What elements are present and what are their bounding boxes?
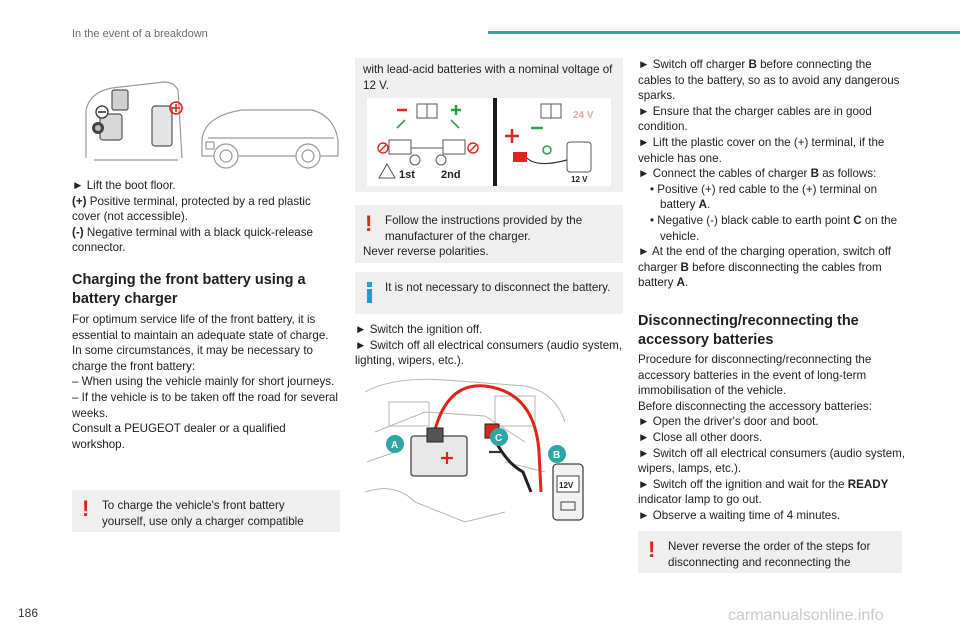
instruction-ready-lamp: ► Switch off the ignition and wait for t… (638, 477, 889, 507)
warning-note-instructions: ! Follow the instructions provided by th… (355, 205, 623, 263)
before-disconnecting: Before disconnecting the accessory batte… (638, 399, 872, 413)
diagram-label-12v: 12 V (571, 175, 588, 184)
off-road-item: – If the vehicle is to be taken off the … (72, 390, 338, 420)
instruction-switch-off-charger: ► Switch off charger B before connecting… (638, 58, 900, 103)
running-header: In the event of a breakdown (72, 28, 208, 40)
info-note-disconnect-text: It is not necessary to disconnect the ba… (385, 281, 611, 294)
instruction-close-doors: ► Close all other doors. (638, 430, 763, 444)
instruction-ignition-off: ► Switch the ignition off. (355, 323, 483, 336)
info-note-disconnect: It is not necessary to disconnect the ba… (355, 272, 623, 314)
instruction-end-charging: ► At the end of the charging operation, … (638, 245, 891, 290)
info-icon (367, 282, 373, 303)
negative-symbol: (-) (72, 225, 84, 239)
charger-compat-text: with lead-acid batteries with a nominal … (363, 63, 613, 92)
label-b: B (553, 450, 560, 461)
header-accent-bar (488, 31, 960, 34)
instruction-check-cables: ► Ensure that the charger cables are in … (638, 104, 872, 134)
charging-intro: For optimum service life of the front ba… (72, 313, 329, 342)
label-a: A (391, 440, 398, 451)
negative-terminal-desc: (-) Negative terminal with a black quick… (72, 225, 340, 256)
warning-follow-instructions: Follow the instructions provided by the … (385, 214, 583, 243)
engine-bay-charging-illustration: A C B 12V (364, 378, 584, 523)
diagram-label-24v: 24 V (573, 110, 594, 121)
warning-icon: ! (648, 537, 656, 562)
instruction-switch-off-consumers: ► Switch off all electrical consumers (a… (638, 446, 906, 476)
positive-terminal-icon (169, 101, 183, 115)
warning-note-order-text: Never reverse the order of the steps for… (668, 540, 871, 569)
heading-disconnect-accessory: Disconnecting/reconnecting the accessory… (638, 313, 859, 348)
charger-12v-label: 12V (559, 481, 574, 490)
page-number: 186 (18, 606, 39, 620)
instruction-open-door: ► Open the driver's door and boot. (638, 415, 819, 429)
instruction-consumers-off: ► Switch off all electrical consumers (a… (355, 338, 623, 368)
warning-note-order: ! Never reverse the order of the steps f… (638, 531, 902, 573)
bullet-negative-cable: • Negative (-) black cable to earth poin… (650, 213, 898, 243)
positive-terminal-desc: (+) Positive terminal, protected by a re… (72, 194, 340, 225)
warning-note-charger-text: To charge the vehicle's front battery yo… (102, 499, 304, 528)
diagram-label-2nd: 2nd (441, 169, 461, 181)
instruction-lift-boot-floor: ► Lift the boot floor. (72, 179, 176, 192)
consult-dealer: Consult a PEUGEOT dealer or a qualified … (72, 422, 286, 451)
heading-charging-front-battery: Charging the front battery using a batte… (72, 272, 306, 307)
instruction-wait-time: ► Observe a waiting time of 4 minutes. (638, 508, 841, 522)
charging-circumstances: In some circumstances, it may be necessa… (72, 344, 313, 373)
diagram-label-1st: 1st (399, 169, 415, 181)
positive-symbol: (+) (72, 194, 87, 208)
warning-icon: ! (82, 496, 90, 521)
short-journeys-item: – When using the vehicle mainly for shor… (72, 375, 335, 389)
boot-battery-illustration (85, 81, 339, 169)
instruction-lift-cover: ► Lift the plastic cover on the (+) term… (638, 135, 885, 165)
label-c: C (495, 433, 502, 444)
charger-procedure-diagram: 1st 2nd 24 V 12 V (367, 98, 611, 186)
watermark: carmanualsonline.info (728, 607, 884, 624)
positive-terminal-text: Positive terminal, protected by a red pl… (72, 194, 311, 224)
warning-reverse-polarities: Never reverse polarities. (363, 245, 489, 259)
negative-terminal-text: Negative terminal with a black quick-rel… (72, 225, 313, 255)
bullet-positive-cable: • Positive (+) red cable to the (+) term… (650, 182, 878, 212)
warning-icon: ! (365, 211, 373, 236)
charger-compat-box: with lead-acid batteries with a nominal … (355, 58, 623, 192)
warning-note-charger: ! To charge the vehicle's front battery … (72, 490, 340, 532)
instruction-connect-cables: ► Connect the cables of charger B as fol… (638, 167, 877, 181)
disconnect-procedure-intro: Procedure for disconnecting/reconnecting… (638, 353, 872, 398)
